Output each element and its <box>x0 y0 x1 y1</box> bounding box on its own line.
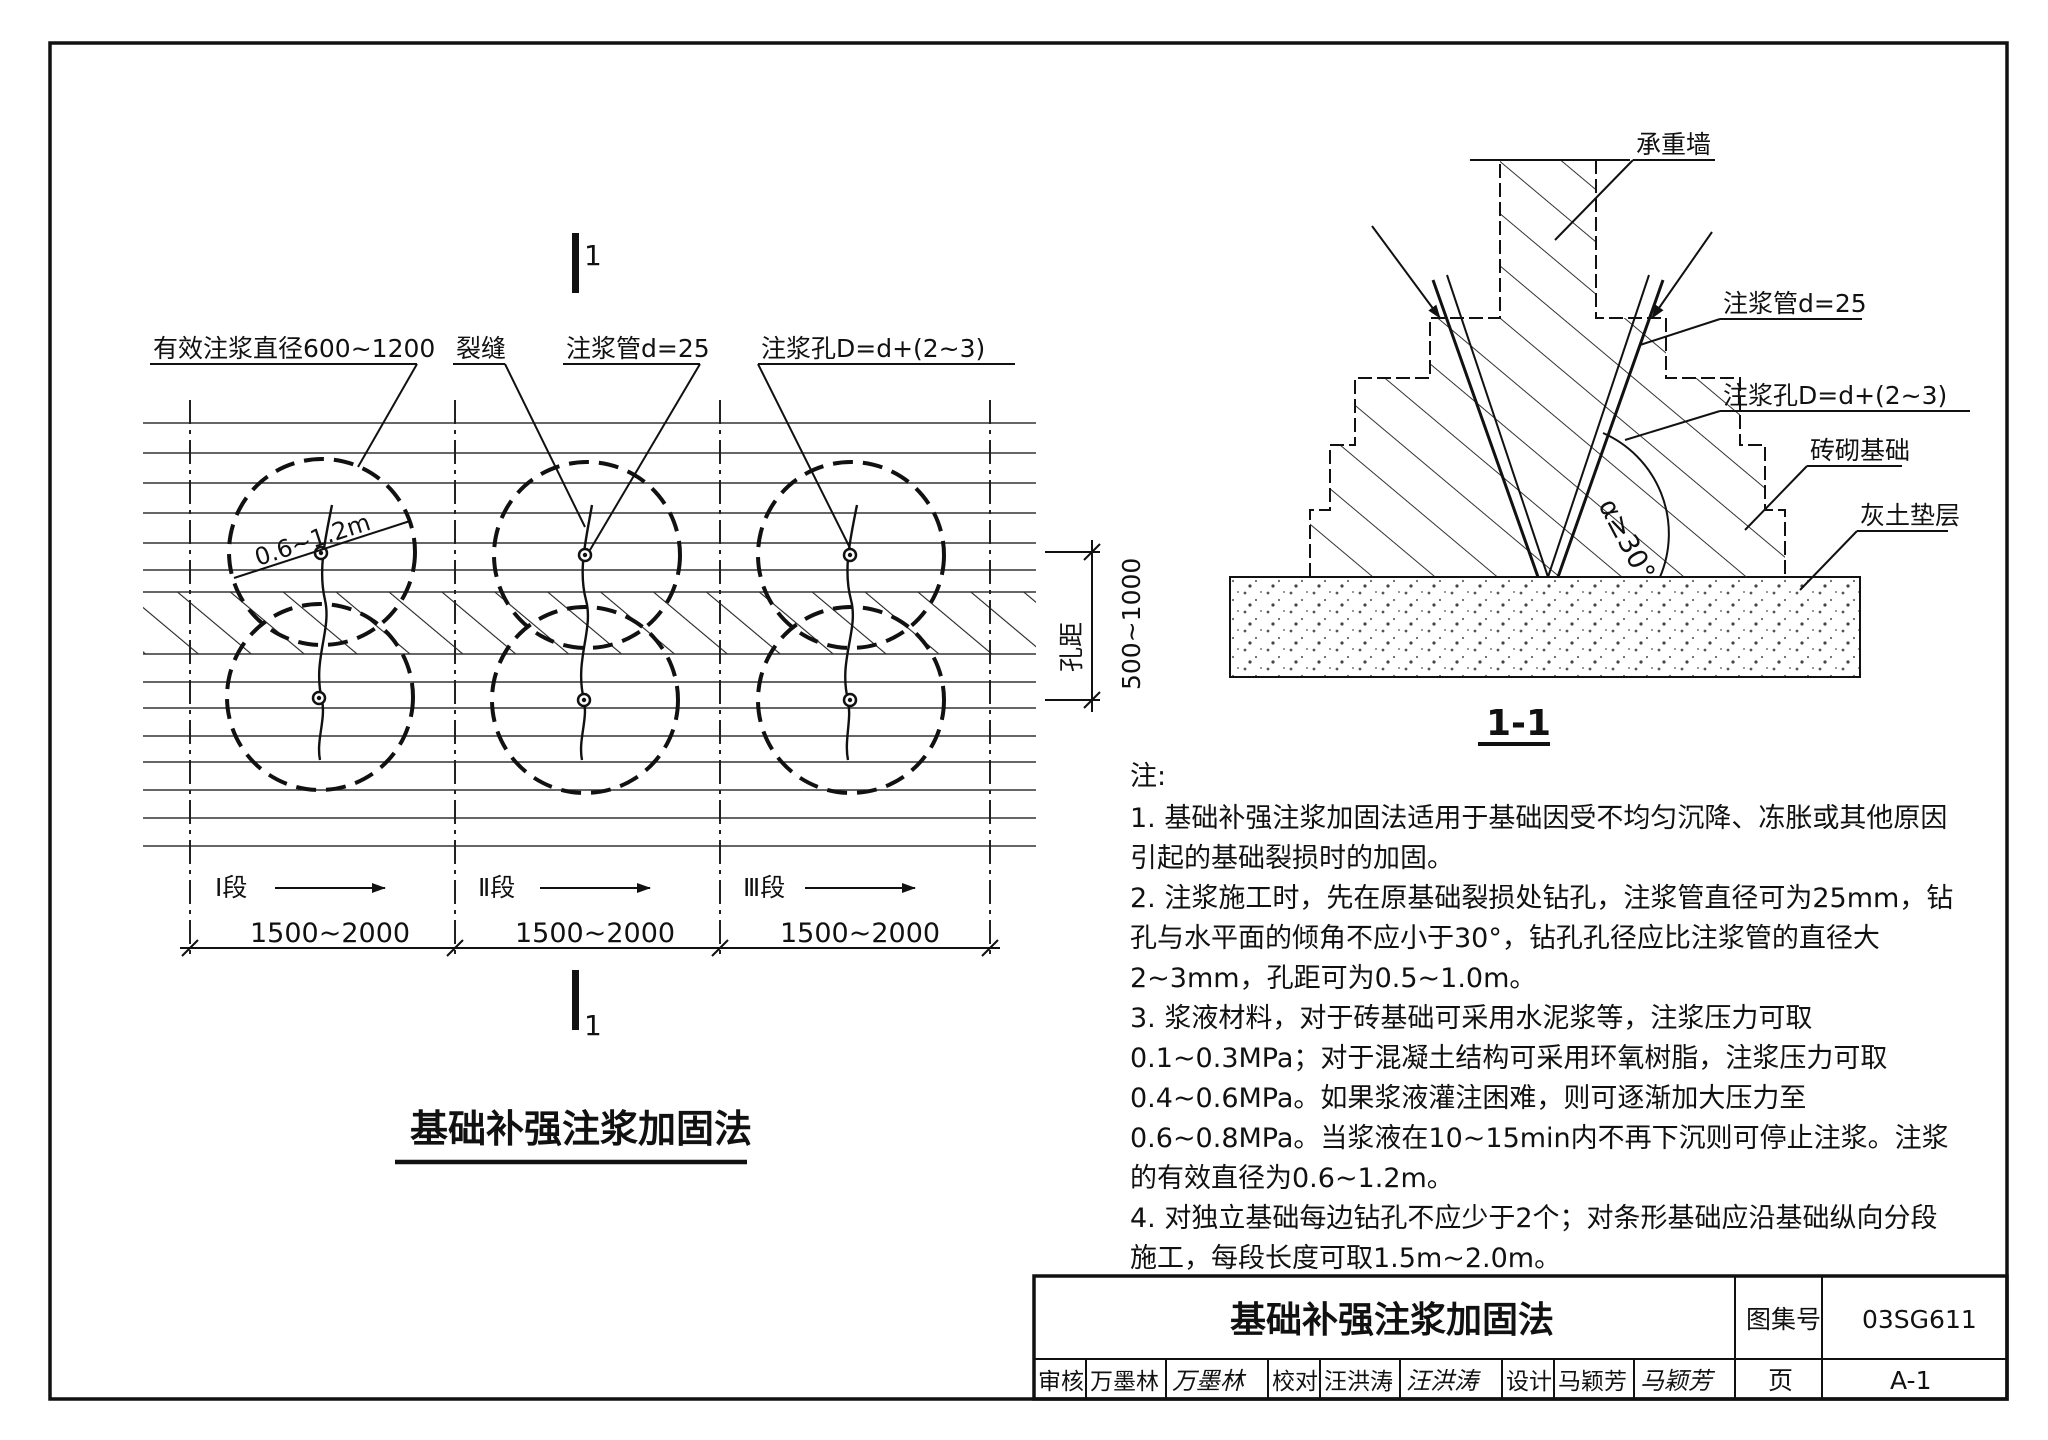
checker-signature: 汪洪涛 <box>1406 1367 1481 1395</box>
leader-line <box>589 363 701 551</box>
section-marker-bottom: 1 <box>584 1009 602 1042</box>
crack-label: 裂缝 <box>456 334 506 363</box>
segment-dividers <box>189 400 991 955</box>
segment-1-length: 1500~2000 <box>250 918 410 949</box>
section-marker-top: 1 <box>584 239 602 272</box>
check-label: 校对 <box>1272 1369 1318 1395</box>
title-block <box>1032 1274 2009 1401</box>
leader-line <box>757 363 851 549</box>
note-item-3: 3. 浆液材料，对于砖基础可采用水泥浆等，注浆压力可取0.1~0.3MPa；对于… <box>1130 1003 1949 1194</box>
notes-heading: 注: <box>1130 761 1167 792</box>
grout-circle <box>490 605 680 795</box>
segment-3: Ⅲ段 1500~2000 <box>743 873 940 949</box>
atlas-value: 03SG611 <box>1862 1305 1977 1334</box>
insertion-arrow-right <box>1651 231 1713 319</box>
section-view: α≥30° 承重墙 注浆管d=25 注浆孔D=d+(2~3) 砖砌基础 灰土垫层… <box>1229 130 1970 746</box>
injection-hole-center <box>847 552 853 558</box>
atlas-label: 图集号 <box>1746 1305 1821 1334</box>
review-label: 审核 <box>1038 1369 1084 1395</box>
leader-line <box>1639 318 1721 346</box>
note-item-1: 1. 基础补强注浆加固法适用于基础因受不均匀沉降、冻胀或其他原因引起的基础裂损时… <box>1130 803 1948 874</box>
cushion-label: 灰土垫层 <box>1860 501 1960 530</box>
reviewer-name: 万墨林 <box>1090 1369 1159 1395</box>
pipe-label-section: 注浆管d=25 <box>1723 289 1867 318</box>
injection-pipes <box>1431 274 1665 578</box>
designer-signature: 马颖芳 <box>1640 1367 1716 1395</box>
segment-1-label: Ⅰ段 <box>215 873 247 902</box>
brick-foundation <box>1309 159 1786 578</box>
segment-3-length: 1500~2000 <box>780 918 940 949</box>
leader-line <box>1624 410 1721 441</box>
grout-circle <box>227 457 417 647</box>
sheet-frame <box>48 41 2009 1401</box>
reviewer-signature: 万墨林 <box>1172 1367 1247 1395</box>
section-title: 1-1 <box>1486 703 1551 744</box>
grout-circle <box>756 460 946 650</box>
foundation-strip-hatch <box>143 592 1036 654</box>
radius-dimension-line <box>233 520 411 579</box>
page-label: 页 <box>1768 1366 1793 1395</box>
lime-soil-cushion <box>1229 576 1861 678</box>
note-item-2: 2. 注浆施工时，先在原基础裂损处钻孔，注浆管直径可为25mm，钻孔与水平面的倾… <box>1130 883 1954 994</box>
hole-label-plan: 注浆孔D=d+(2~3) <box>761 334 985 363</box>
section-marker-top-bar <box>572 233 579 293</box>
segment-2-label: Ⅱ段 <box>478 873 515 902</box>
designer-name: 马颖芳 <box>1558 1369 1627 1395</box>
leader-line <box>1799 530 1858 591</box>
checker-name: 汪洪涛 <box>1324 1369 1393 1395</box>
section-marker-bottom-bar <box>572 970 579 1030</box>
angle-arc <box>1602 432 1670 578</box>
hole-label-section: 注浆孔D=d+(2~3) <box>1723 381 1947 410</box>
pipe-label-plan: 注浆管d=25 <box>566 334 710 363</box>
effective-diameter-label: 有效注浆直径600~1200 <box>153 334 435 363</box>
grout-circle <box>492 460 682 650</box>
title-block-title: 基础补强注浆加固法 <box>1230 1300 1554 1341</box>
injection-hole-center <box>581 697 587 703</box>
grout-circle <box>225 602 415 792</box>
injection-hole-center <box>316 695 322 701</box>
plan-view: 0.6~1.2m 有效注浆直径600~1200 裂缝 注浆管d=25 注浆孔D=… <box>143 233 1146 1165</box>
injection-hole-center <box>318 550 324 556</box>
segment-1: Ⅰ段 1500~2000 <box>215 873 410 949</box>
leader-line <box>1744 465 1808 531</box>
segment-2: Ⅱ段 1500~2000 <box>478 873 675 949</box>
notes-block: 注: 1. 基础补强注浆加固法适用于基础因受不均匀沉降、冻胀或其他原因引起的基础… <box>1130 757 1960 1279</box>
radius-label: 0.6~1.2m <box>251 508 374 572</box>
segment-2-length: 1500~2000 <box>515 918 675 949</box>
brick-foundation-label: 砖砌基础 <box>1810 436 1910 465</box>
design-label: 设计 <box>1506 1369 1552 1395</box>
spacing-title: 孔距 <box>1057 622 1086 672</box>
page-value: A-1 <box>1890 1366 1931 1395</box>
injection-hole-center <box>847 697 853 703</box>
spacing-dimension <box>1045 540 1101 712</box>
segment-dimension-line <box>180 939 1000 957</box>
spacing-value: 500~1000 <box>1117 558 1146 690</box>
leader-line <box>504 363 586 528</box>
insertion-arrow-left <box>1371 225 1441 319</box>
leader-line <box>357 363 418 468</box>
note-item-4: 4. 对独立基础每边钻孔不应少于2个；对条形基础应沿基础纵向分段施工，每段长度可… <box>1130 1203 1938 1274</box>
wall-label: 承重墙 <box>1636 130 1711 159</box>
leader-line <box>1554 159 1634 241</box>
grout-circle <box>756 605 946 795</box>
injection-hole-center <box>582 552 588 558</box>
plan-title: 基础补强注浆加固法 <box>410 1107 752 1151</box>
segment-3-label: Ⅲ段 <box>743 873 785 902</box>
brick-course-lines <box>143 422 1036 847</box>
